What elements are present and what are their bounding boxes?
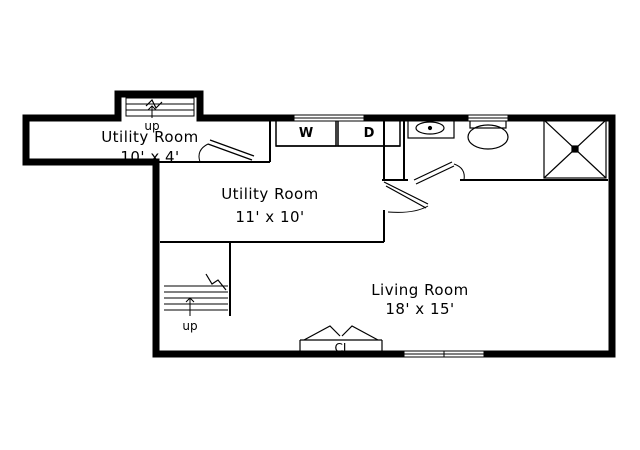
window-top-right (467, 114, 509, 122)
window-top (293, 114, 365, 122)
room-dims: 10' x 4' (120, 148, 179, 166)
washer-dryer (275, 119, 401, 147)
window-bottom (403, 350, 485, 358)
interior-walls (156, 118, 608, 316)
door-utility-living (383, 181, 429, 213)
utility-room-small: Utility Room 10' x 4' (101, 128, 199, 166)
door-bathroom (413, 161, 465, 185)
stairs-up-label: up (144, 119, 159, 133)
room-name: Utility Room (221, 185, 319, 203)
closet (299, 325, 383, 354)
room-dims: 11' x 10' (235, 208, 304, 226)
living-room: Living Room 18' x 15' (371, 281, 469, 318)
washer-label: W (299, 126, 313, 141)
stairs-up-label: up (182, 319, 197, 333)
door-utility-small (198, 139, 255, 163)
left-stairs (164, 273, 228, 316)
room-name: Living Room (371, 281, 469, 299)
closet-label: CL (334, 341, 349, 355)
room-name: Utility Room (101, 128, 199, 146)
room-dims: 18' x 15' (385, 300, 454, 318)
bathroom (407, 119, 607, 179)
utility-room-main: Utility Room 11' x 10' (221, 185, 319, 226)
top-stairs (125, 97, 195, 118)
dryer-label: D (364, 126, 375, 141)
